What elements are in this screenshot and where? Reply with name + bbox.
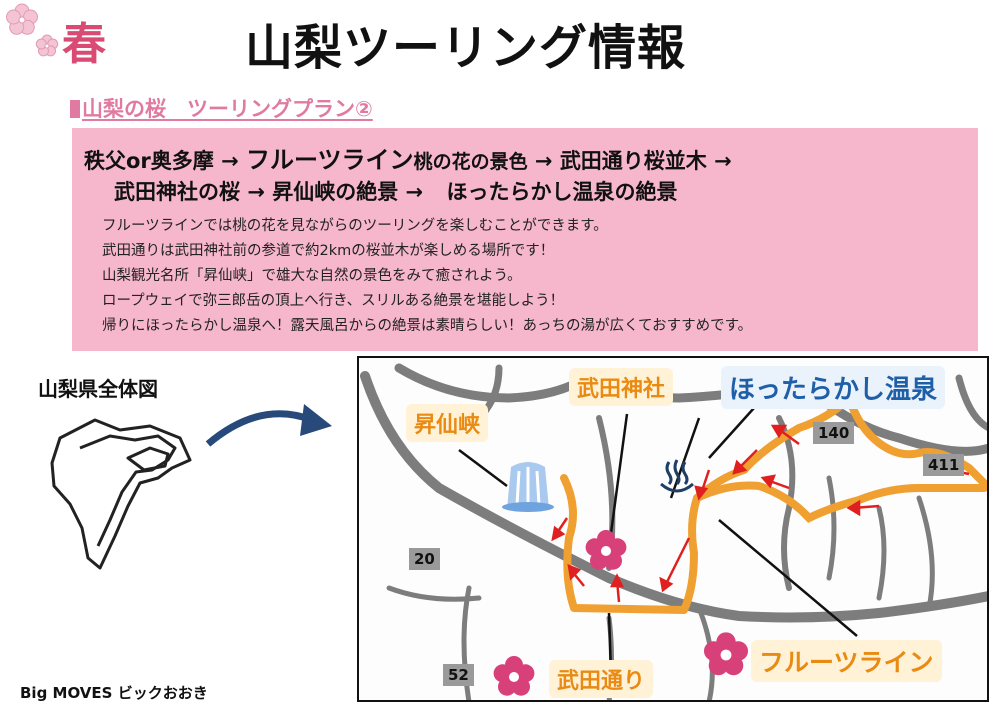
route-start: 秩父or奥多摩: [84, 149, 214, 173]
route-hottarakashi: ほったらかし温泉の絶景: [446, 180, 678, 204]
road-number-411: 411: [923, 454, 965, 476]
page-title: 山梨ツーリング情報: [245, 20, 687, 76]
label-takeda-dori: 武田通り: [549, 660, 654, 698]
road-number-20: 20: [409, 548, 440, 570]
route-fruit-line: フルーツライン: [246, 146, 414, 174]
label-hottarakashi: ほったらかし温泉: [721, 366, 946, 409]
road-number-140: 140: [813, 422, 855, 444]
detail-map: 昇仙峡 武田神社 ほったらかし温泉 武田通り フルーツライン 140 411 2…: [357, 356, 989, 702]
road-number-52: 52: [443, 664, 474, 686]
curved-arrow-icon: [205, 404, 332, 447]
plan-info-box: 秩父or奥多摩 → フルーツライン桃の花の景色 → 武田通り桜並木 → 武田神社…: [72, 128, 978, 351]
description-line: 帰りにほったらかし温泉へ！露天風呂からの絶景は素晴らしい！あっちの湯が広くておす…: [102, 318, 753, 334]
route-shosenkyo: 昇仙峡の絶景: [272, 180, 399, 204]
description-line: 山梨観光名所「昇仙峡」で雄大な自然の景色をみて癒されよう。: [102, 268, 522, 284]
route-arrow: →: [405, 180, 424, 204]
route-line-2: 武田神社の桜 → 昇仙峡の絶景 → ほったらかし温泉の絶景: [114, 176, 677, 206]
sakura-icon: [493, 656, 535, 696]
route-arrow: →: [714, 149, 732, 173]
plan-subtitle: 山梨の桜 ツーリングプラン②: [70, 93, 373, 123]
route-takeda-shrine: 武田神社の桜: [114, 180, 240, 204]
sakura-icon: [585, 530, 627, 570]
label-fruit-line: フルーツライン: [751, 640, 942, 682]
brand-footer: Big MOVES ビックおおき: [20, 684, 208, 702]
description-line: フルーツラインでは桃の花を見ながらのツーリングを楽しむことができます。: [102, 218, 608, 234]
sakura-icon: [703, 632, 749, 676]
description-line: 武田通りは武田神社前の参道で約2kmの桜並木が楽しめる場所です！: [102, 243, 555, 259]
subtitle-marker: [70, 100, 80, 118]
route-arrow: →: [221, 149, 239, 173]
route-arrow: →: [534, 149, 553, 173]
overview-map-label: 山梨県全体図: [38, 377, 158, 401]
description-line: ロープウェイで弥三郎岳の頂上へ行き、スリルある絶景を堪能しよう！: [102, 293, 565, 309]
plan-subtitle-text: 山梨の桜 ツーリングプラン②: [82, 97, 373, 121]
route-arrow: →: [247, 180, 265, 204]
route-takeda-dori: 武田通り桜並木: [559, 149, 707, 173]
sakura-decoration-icon: [6, 3, 59, 57]
season-label: 春: [62, 19, 106, 70]
label-shosenkyo: 昇仙峡: [406, 404, 489, 442]
route-peach-view: 桃の花の景色: [413, 151, 528, 173]
label-takeda-shrine: 武田神社: [569, 368, 674, 406]
waterfall-icon: [502, 462, 554, 512]
route-line-1: 秩父or奥多摩 → フルーツライン桃の花の景色 → 武田通り桜並木 →: [84, 140, 732, 175]
hot-spring-icon: [660, 459, 694, 493]
prefecture-outline-map: [50, 418, 192, 570]
